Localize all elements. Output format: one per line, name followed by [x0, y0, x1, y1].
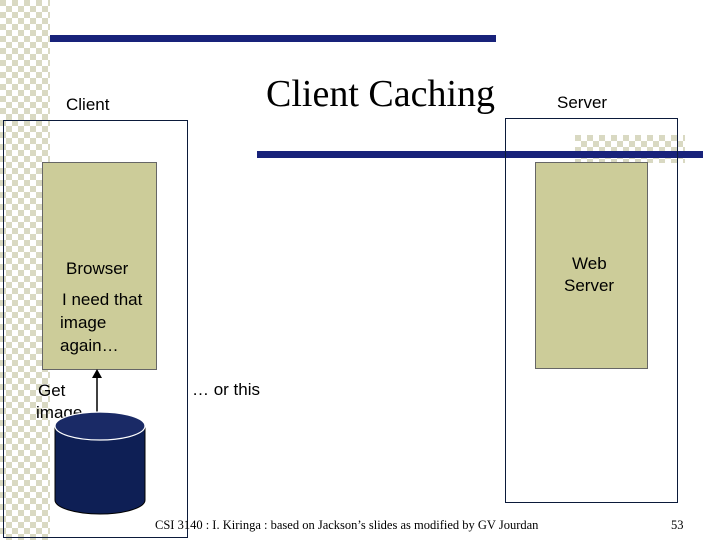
title-top-bar	[50, 35, 496, 42]
cache-database-icon	[54, 411, 146, 515]
browser-label: Browser	[66, 259, 129, 278]
client-box	[3, 120, 188, 538]
browser-note-line1: I need that	[62, 290, 143, 309]
client-label: Client	[66, 95, 110, 114]
slide-title: Client Caching	[266, 73, 496, 115]
web-server-line1: Web	[572, 254, 607, 273]
web-server-box	[535, 162, 648, 369]
get-image-arrow	[92, 369, 102, 416]
or-this-label: … or this	[192, 380, 261, 399]
browser-note-line2: image	[60, 313, 107, 332]
title-bottom-bar	[257, 151, 703, 158]
page-number: 53	[671, 518, 684, 532]
browser-note-line3: again…	[60, 336, 119, 355]
web-server-line2: Server	[564, 276, 615, 295]
checkered-accent-decoration	[575, 135, 685, 163]
checkered-border-decoration	[0, 0, 50, 540]
server-label: Server	[557, 93, 608, 112]
server-box	[505, 118, 678, 503]
footer-credit: CSI 3140 : I. Kiringa : based on Jackson…	[155, 518, 539, 532]
browser-box	[42, 162, 157, 370]
get-image-line1: Get	[38, 381, 66, 400]
